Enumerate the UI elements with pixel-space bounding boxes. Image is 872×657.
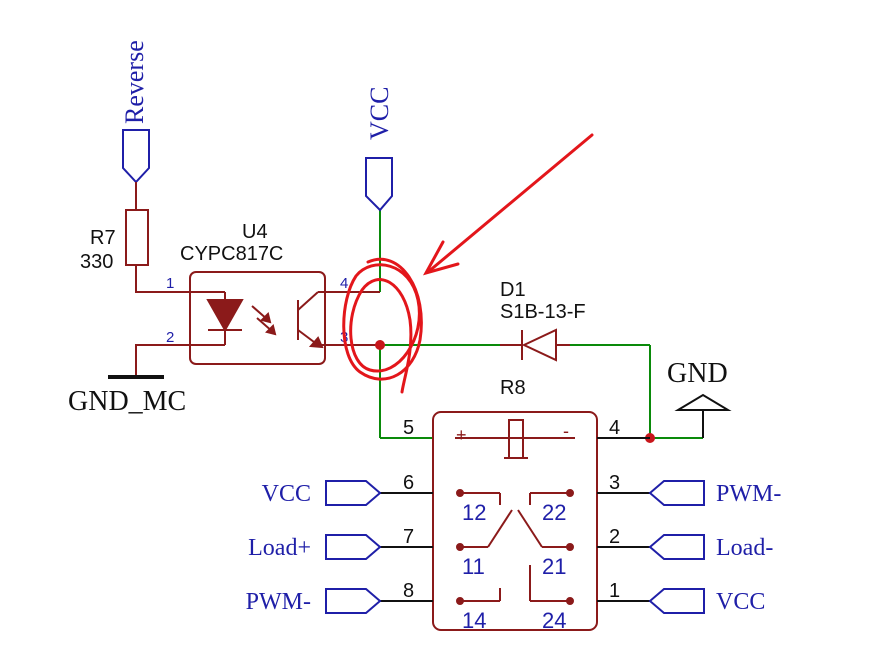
relay-contact-21: 21 [542, 554, 566, 579]
reverse-port-flag [122, 129, 150, 184]
vcc-top-port-flag [365, 157, 393, 212]
left-port-flags [325, 480, 382, 614]
wires [379, 210, 703, 439]
resistor-r7-body [125, 209, 149, 266]
net-label-gnd: GND [667, 358, 728, 389]
u4-pin-4: 4 [340, 275, 348, 292]
r7-value: 330 [80, 251, 113, 273]
d1-value: S1B-13-F [500, 301, 586, 323]
u4-led-symbol [193, 291, 277, 346]
relay-pin-1: 1 [609, 580, 620, 602]
u4-pin-1: 1 [166, 275, 174, 292]
relay-contact-14: 14 [462, 608, 486, 633]
relay-pin-stubs [380, 437, 650, 602]
port-label-right-vcc: VCC [716, 589, 765, 615]
u4-pin-2: 2 [166, 329, 174, 346]
relay-pin-4: 4 [609, 417, 620, 439]
port-label-left-load-plus: Load+ [248, 535, 311, 561]
relay-contact-24: 24 [542, 608, 566, 633]
right-port-flags [648, 480, 705, 614]
relay-contacts [456, 489, 574, 605]
r7-ref: R7 [90, 227, 116, 249]
relay-pin-8: 8 [403, 580, 414, 602]
relay-contact-11: 11 [462, 554, 485, 579]
d1-ref: D1 [500, 279, 526, 301]
diode-d1-symbol [500, 328, 570, 362]
relay-coil-plus: + [456, 425, 467, 445]
annotation-arrow [422, 133, 594, 276]
relay-pin-2: 2 [609, 526, 620, 548]
relay-pin-6: 6 [403, 472, 414, 494]
port-label-right-load-minus: Load- [716, 535, 773, 561]
relay-contact-22: 22 [542, 500, 566, 525]
port-label-left-vcc: VCC [262, 481, 311, 507]
u4-ref: U4 [242, 221, 268, 243]
u4-phototransistor-symbol [297, 291, 380, 349]
relay-coil [455, 419, 575, 459]
net-label-vcc-top: VCC [365, 87, 394, 140]
relay-coil-minus: - [563, 421, 569, 441]
wire-u4-pin2-to-gndmc [135, 344, 193, 375]
relay-pin-3: 3 [609, 472, 620, 494]
gnd-symbol [674, 393, 732, 411]
junction-node-left [375, 340, 385, 350]
port-label-right-pwm-minus: PWM- [716, 481, 781, 507]
relay-body [432, 411, 598, 631]
net-label-gnd-mc: GND_MC [68, 386, 186, 417]
relay-contact-12: 12 [462, 500, 486, 525]
u4-value: CYPC817C [180, 243, 283, 265]
port-label-left-pwm-minus: PWM- [246, 589, 311, 615]
optocoupler-u4-body [189, 271, 326, 365]
annotation-circle-scribble [342, 257, 423, 394]
r8-ref: R8 [500, 377, 526, 399]
relay-pin-5: 5 [403, 417, 414, 439]
net-label-reverse: Reverse [120, 40, 149, 124]
relay-pin-7: 7 [403, 526, 414, 548]
wire-r7-to-u4-pin1 [135, 265, 193, 293]
